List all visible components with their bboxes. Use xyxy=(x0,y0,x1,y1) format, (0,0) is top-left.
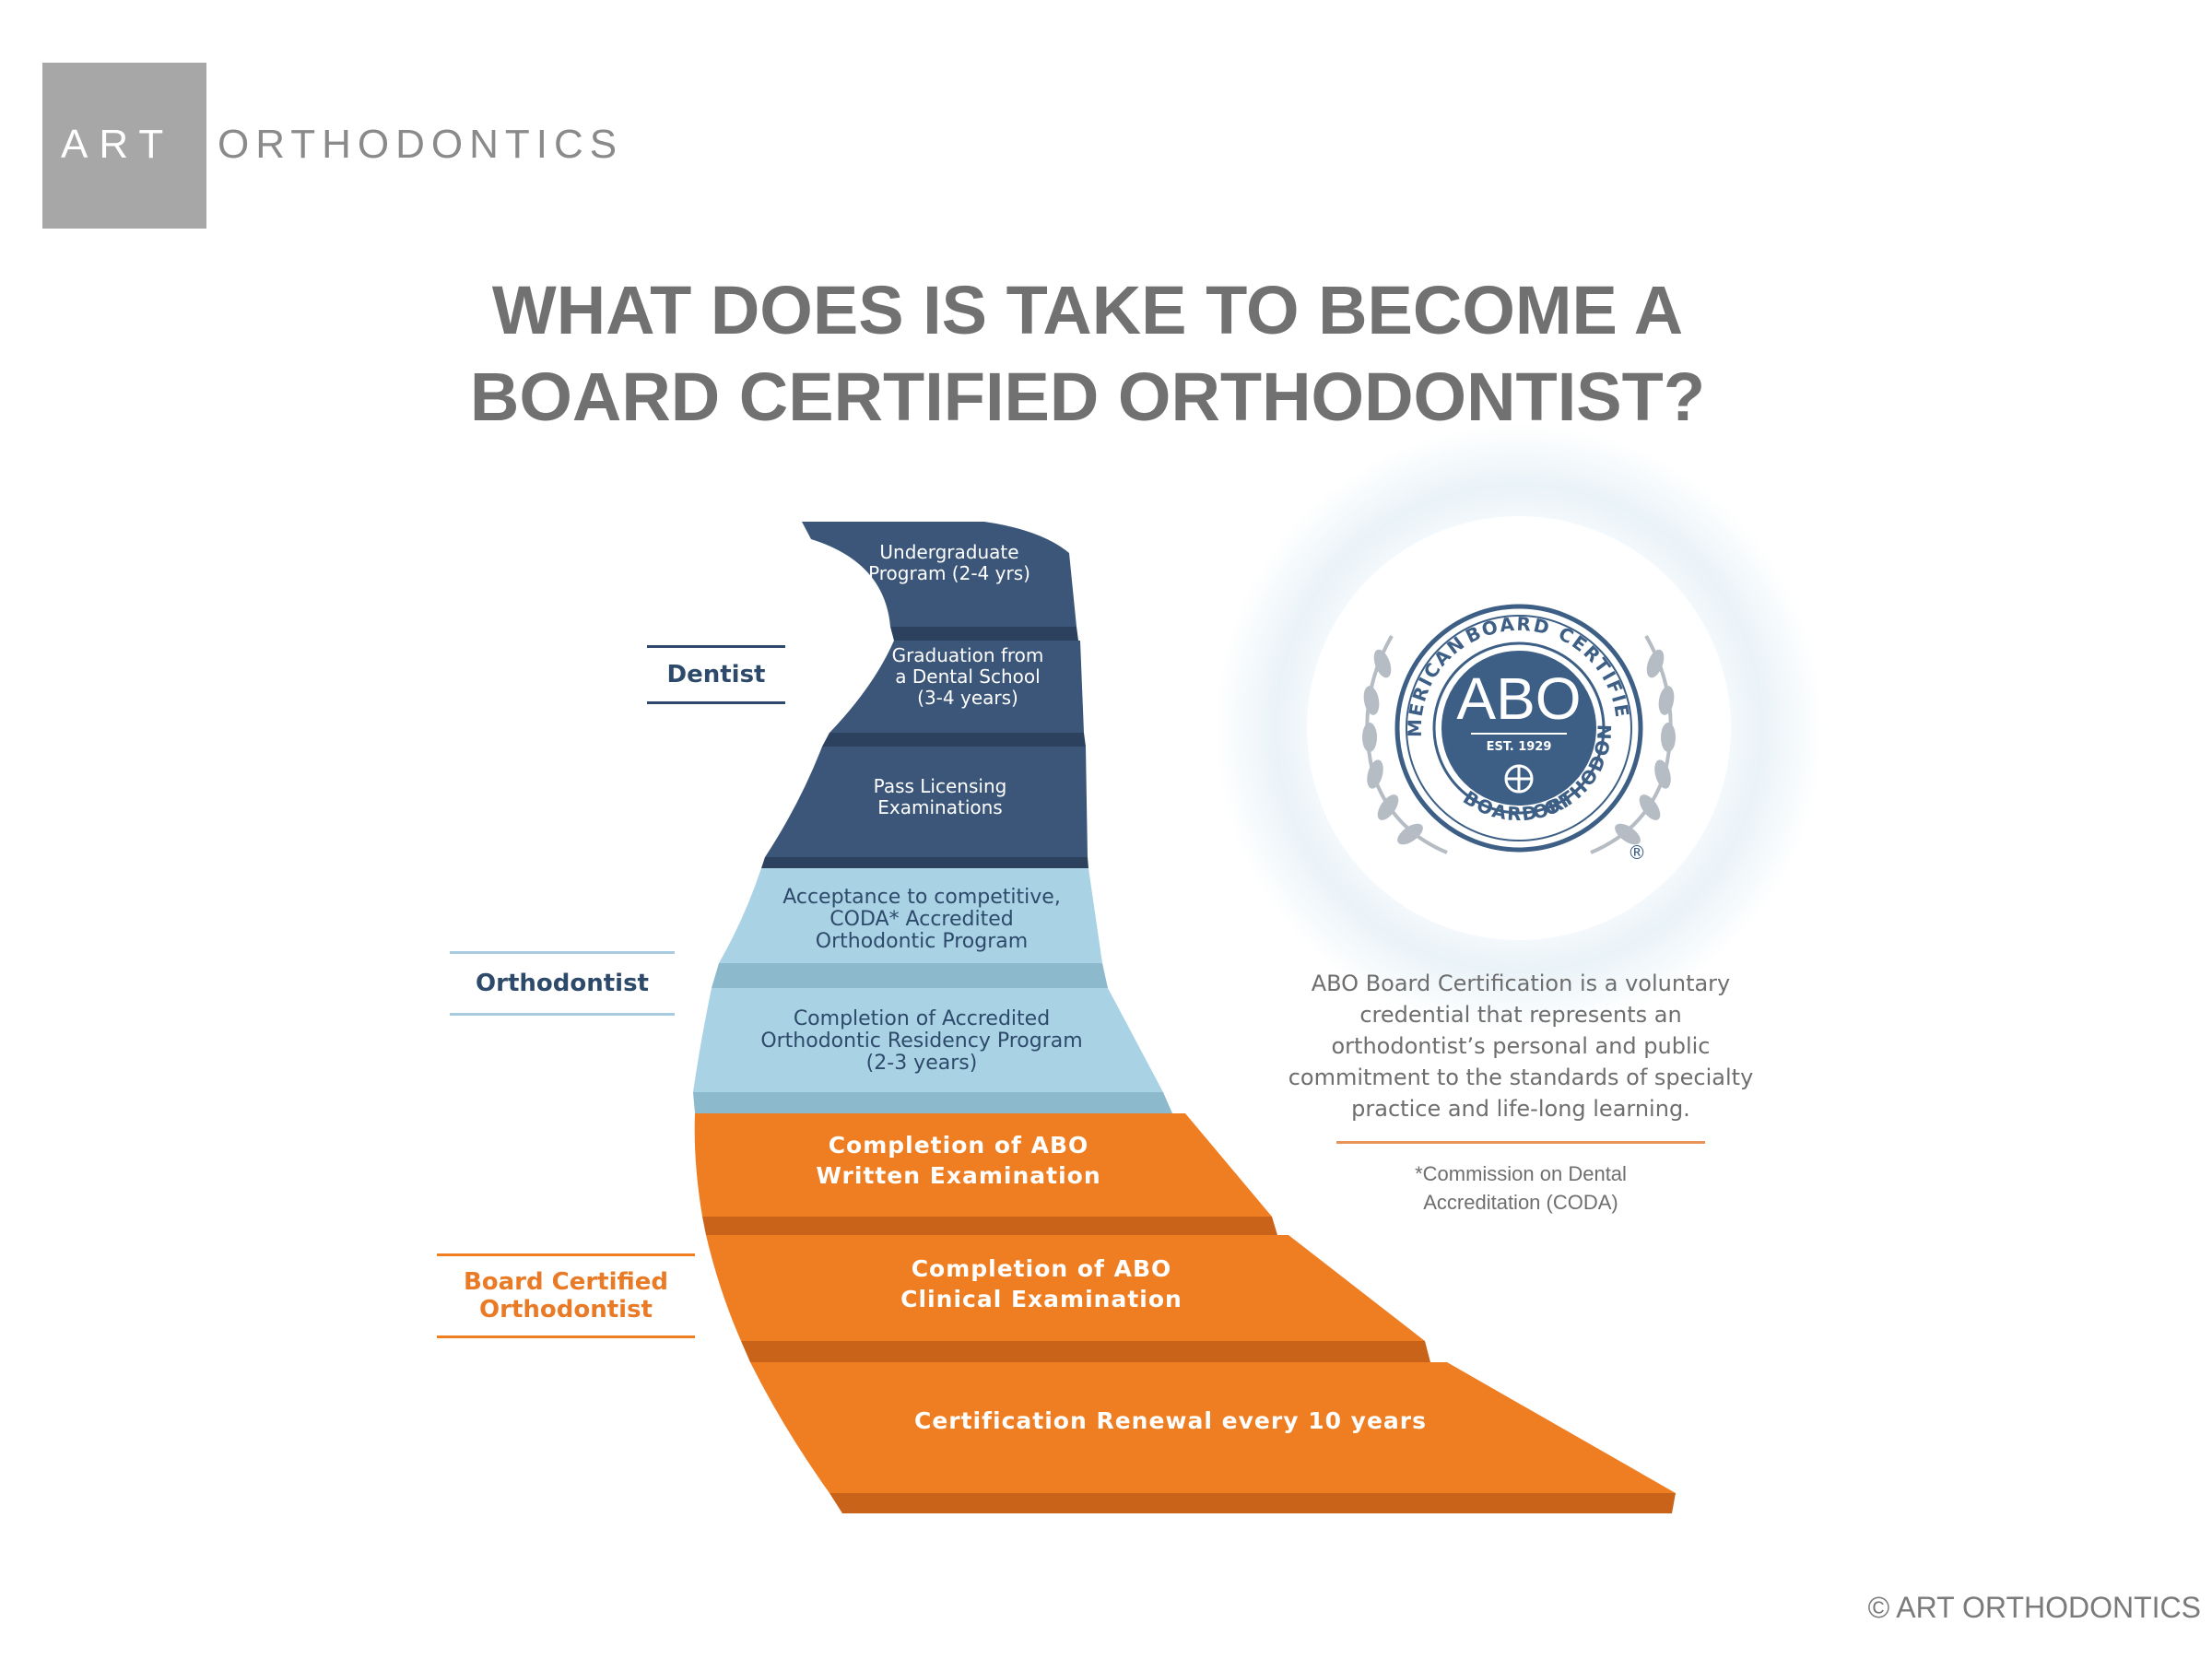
seal-center-text: ABO xyxy=(1456,665,1581,732)
step-6-text: Completion of ABO Written Examination xyxy=(774,1130,1143,1191)
step-7-line-1: Completion of ABO xyxy=(911,1255,1172,1282)
page-title: WHAT DOES IS TAKE TO BECOME A BOARD CERT… xyxy=(276,267,1899,441)
step-renewal xyxy=(750,1362,1676,1513)
label-dentist-rule-top xyxy=(647,645,785,648)
footnote-line-2: Accreditation (CODA) xyxy=(1423,1191,1618,1214)
step-2-line-1: Graduation from xyxy=(891,644,1044,666)
footnote-line-1: *Commission on Dental xyxy=(1415,1162,1627,1185)
description-line-1: ABO Board Certification is a voluntary xyxy=(1311,971,1731,996)
label-board-text: Board Certified Orthodontist xyxy=(437,1268,695,1324)
label-dentist-text: Dentist xyxy=(666,661,766,688)
step-residency xyxy=(693,988,1172,1113)
step-2-line-3: (3-4 years) xyxy=(917,687,1018,709)
step-4-text: Acceptance to competitive, CODA* Accredi… xyxy=(756,887,1088,953)
step-4-line-2: CODA* Accredited xyxy=(830,908,1014,931)
label-board-line-1: Board Certified xyxy=(463,1268,669,1296)
step-5-line-1: Completion of Accredited xyxy=(793,1007,1051,1030)
page-title-line-1: WHAT DOES IS TAKE TO BECOME A xyxy=(491,272,1684,348)
step-dental-school xyxy=(822,641,1086,747)
label-orthodontist-rule-bottom xyxy=(450,1013,675,1016)
page-title-line-2: BOARD CERTIFIED ORTHODONTIST? xyxy=(469,359,1706,435)
description-line-3: orthodontist’s personal and public xyxy=(1331,1033,1711,1059)
laurel-leaves-icon xyxy=(1362,649,1676,845)
description-line-4: commitment to the standards of specialty xyxy=(1288,1065,1754,1090)
step-7-line-2: Clinical Examination xyxy=(900,1286,1182,1312)
label-board-line-2: Orthodontist xyxy=(479,1296,653,1324)
step-6-line-1: Completion of ABO xyxy=(828,1132,1089,1159)
label-board-rule-top xyxy=(437,1253,695,1256)
step-4-line-1: Acceptance to competitive, xyxy=(782,886,1061,909)
description-divider xyxy=(1336,1141,1705,1144)
step-2-line-2: a Dental School xyxy=(895,665,1041,688)
step-5-text: Completion of Accredited Orthodontic Res… xyxy=(737,1008,1106,1075)
step-8-text: Certification Renewal every 10 years xyxy=(885,1406,1456,1436)
description-line-5: practice and life-long learning. xyxy=(1351,1096,1690,1122)
step-abo-written xyxy=(694,1113,1277,1235)
seal-registered-mark: ® xyxy=(1628,841,1646,864)
coda-footnote: *Commission on Dental Accreditation (COD… xyxy=(1364,1159,1677,1217)
step-abo-clinical xyxy=(706,1235,1430,1362)
label-orthodontist-text: Orthodontist xyxy=(476,970,649,997)
step-6-line-2: Written Examination xyxy=(816,1162,1101,1189)
step-coda-acceptance xyxy=(712,868,1108,988)
step-5-line-2: Orthodontic Residency Program xyxy=(760,1030,1083,1053)
label-orthodontist: Orthodontist xyxy=(450,951,675,1016)
step-licensing xyxy=(761,747,1088,868)
label-orthodontist-rule-top xyxy=(450,951,675,954)
label-board-rule-bottom xyxy=(437,1335,695,1338)
step-1-line-1: Undergraduate xyxy=(879,541,1019,563)
step-1-text: Undergraduate Program (2-4 yrs) xyxy=(830,542,1069,584)
logo-name-text: ORTHODONTICS xyxy=(218,122,624,167)
step-2-text: Graduation from a Dental School (3-4 yea… xyxy=(848,645,1088,709)
label-dentist-rule-bottom xyxy=(647,701,785,704)
copyright-notice: © ART ORTHODONTICS xyxy=(1867,1591,2201,1624)
label-board-certified: Board Certified Orthodontist xyxy=(437,1253,695,1338)
seal-est-text: EST. 1929 xyxy=(1487,740,1552,754)
logo-box: ART xyxy=(42,63,206,229)
description-line-2: credential that represents an xyxy=(1359,1002,1682,1028)
label-dentist: Dentist xyxy=(647,645,785,704)
step-3-line-2: Examinations xyxy=(877,796,1003,818)
step-3-text: Pass Licensing Examinations xyxy=(820,776,1060,818)
step-3-line-1: Pass Licensing xyxy=(873,775,1007,797)
step-8-line-1: Certification Renewal every 10 years xyxy=(913,1407,1428,1434)
seal-emblem-icon xyxy=(1504,764,1534,794)
step-7-text: Completion of ABO Clinical Examination xyxy=(857,1253,1226,1314)
step-1-line-2: Program (2-4 yrs) xyxy=(868,562,1030,584)
step-undergraduate xyxy=(802,522,1078,641)
logo-art-text: ART xyxy=(61,122,175,167)
abo-description: ABO Board Certification is a voluntary c… xyxy=(1272,968,1770,1124)
step-4-line-3: Orthodontic Program xyxy=(815,930,1029,953)
step-5-line-3: (2-3 years) xyxy=(865,1052,978,1075)
